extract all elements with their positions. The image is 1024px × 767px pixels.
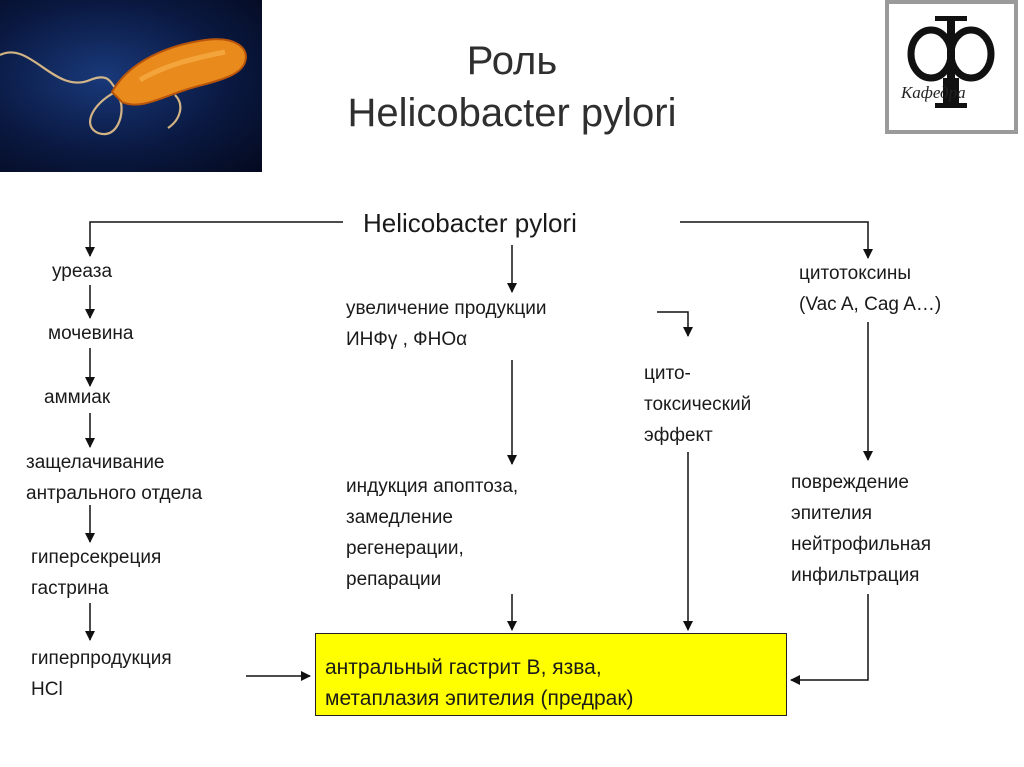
bacterium-photo [0, 0, 262, 172]
node-urea: мочевина [48, 323, 134, 344]
node-hypersecretion-line2: гастрина [31, 578, 109, 599]
result-line2: метаплазия эпителия (предрак) [325, 687, 634, 710]
department-logo: Кафедра [885, 0, 1018, 134]
slide-title-line2: Helicobacter pylori [347, 91, 677, 135]
node-apoptosis-line2: замедление [346, 507, 453, 528]
node-cyto-effect-line1: цито- [644, 363, 691, 384]
node-production-line2: ИНФγ , ФНОα [346, 329, 468, 350]
node-damage-line2: эпителия [791, 503, 873, 524]
node-cytotoxins-line2: (Vac A, Cag A…) [799, 294, 942, 315]
node-apoptosis-line4: репарации [346, 569, 442, 590]
result-box: антральный гастрит В, язва, метаплазия э… [315, 633, 787, 716]
logo-caption: Кафедра [900, 83, 966, 102]
node-damage-line4: инфильтрация [791, 565, 920, 586]
result-line1: антральный гастрит В, язва, [325, 656, 602, 679]
node-urease: уреаза [52, 261, 113, 282]
node-damage-line3: нейтрофильная [791, 534, 932, 555]
node-hyperproduction-line2: HCl [31, 679, 63, 700]
node-alkalization-line2: антрального отдела [26, 483, 203, 504]
node-production-line1: увеличение продукции [346, 298, 547, 319]
node-cyto-effect-line2: токсический [644, 394, 752, 415]
slide-title-line1: Роль [466, 39, 558, 83]
node-ammonia: аммиак [44, 387, 111, 408]
node-hyperproduction-line1: гиперпродукция [31, 648, 172, 669]
root-node: Helicobacter pylori [363, 208, 577, 238]
node-cyto-effect-line3: эффект [644, 425, 713, 446]
node-apoptosis-line3: регенерации, [346, 538, 464, 559]
node-damage-line1: повреждение [791, 472, 909, 493]
node-apoptosis-line1: индукция апоптоза, [346, 476, 519, 497]
node-hypersecretion-line1: гиперсекреция [31, 547, 162, 568]
node-alkalization-line1: защелачивание [26, 452, 165, 473]
node-cytotoxins-line1: цитотоксины [799, 263, 911, 284]
